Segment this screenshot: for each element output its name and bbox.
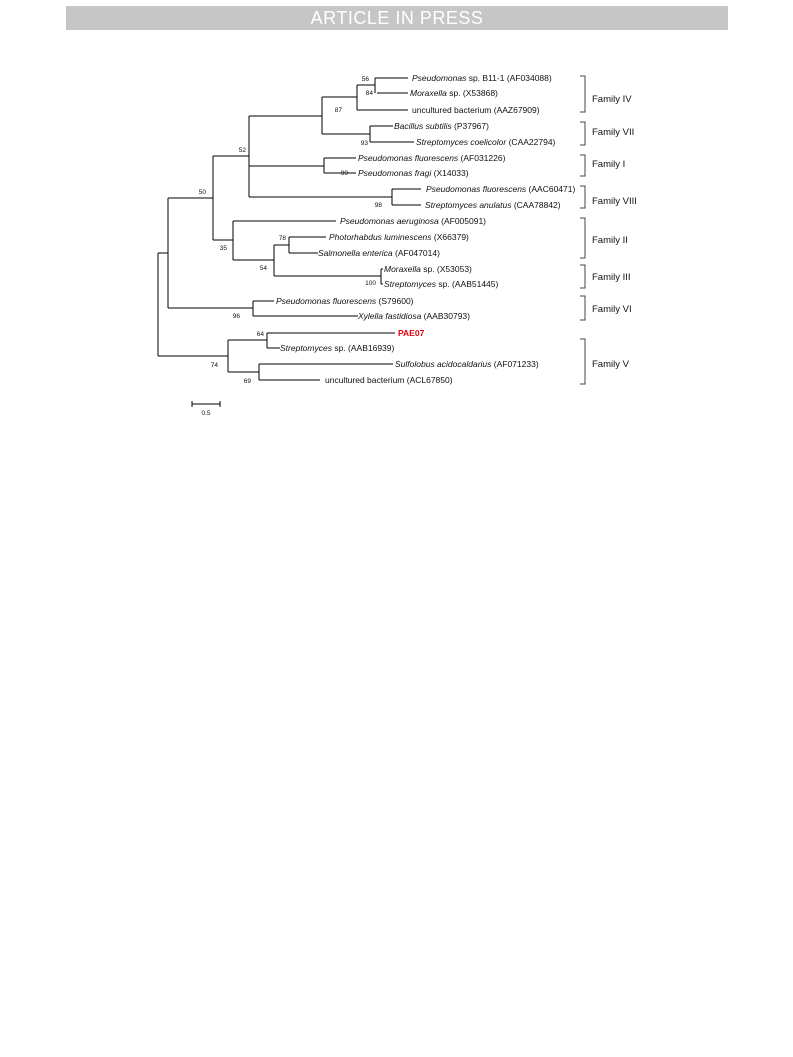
bootstrap-value: 84 xyxy=(366,90,374,97)
taxon-accession: sp. B11-1 (AF034088) xyxy=(466,73,552,83)
taxon-accession: (CAA78842) xyxy=(511,200,560,210)
leaf-label: Pseudomonas fluorescens (AF031226) xyxy=(358,153,506,163)
leaf-label: Pseudomonas fragi (X14033) xyxy=(358,168,469,178)
family-label: Family IV xyxy=(592,94,632,105)
taxon-accession: (AF071233) xyxy=(491,359,538,369)
article-in-press-banner: ARTICLE IN PRESS xyxy=(66,6,728,30)
taxon-accession: PAE07 xyxy=(398,328,425,338)
leaf-label: Moraxella sp. (X53053) xyxy=(384,264,472,274)
family-label: Family V xyxy=(592,359,630,370)
scale-bar-label: 0.5 xyxy=(201,410,210,417)
bootstrap-value: 100 xyxy=(365,280,376,287)
family-bracket xyxy=(580,264,586,289)
taxon-name: Pseudomonas xyxy=(412,73,467,83)
family-bracket xyxy=(580,185,586,209)
taxon-accession: (AAC60471) xyxy=(526,184,575,194)
bootstrap-value: 78 xyxy=(279,235,287,242)
taxon-accession: sp. (AAB16939) xyxy=(332,343,395,353)
taxon-name: Moraxella xyxy=(384,264,421,274)
taxon-name: Bacillus subtilis xyxy=(394,121,452,131)
taxon-name: Photorhabdus luminescens xyxy=(329,232,432,242)
bootstrap-value: 93 xyxy=(361,140,369,147)
taxon-name: Pseudomonas fluorescens xyxy=(426,184,527,194)
taxon-name: Streptomyces anulatus xyxy=(425,200,512,210)
leaf-label: Bacillus subtilis (P37967) xyxy=(394,121,489,131)
taxon-name: Sulfolobus acidocaldarius xyxy=(395,359,492,369)
family-label: Family II xyxy=(592,235,628,246)
taxon-accession: (X14033) xyxy=(431,168,468,178)
family-bracket xyxy=(580,295,586,321)
leaf-label: uncultured bacterium (AAZ67909) xyxy=(412,105,540,115)
taxon-name: Xylella fastidiosa xyxy=(357,311,422,321)
leaf-label: Salmonella enterica (AF047014) xyxy=(318,248,440,258)
bootstrap-value: 50 xyxy=(199,189,207,196)
bootstrap-value: 96 xyxy=(233,313,241,320)
taxon-accession: (AF005091) xyxy=(439,216,486,226)
family-bracket xyxy=(580,121,586,146)
taxon-name: Streptomyces xyxy=(280,343,333,353)
taxon-accession: (AF031226) xyxy=(458,153,505,163)
leaf-label: Xylella fastidiosa (AAB30793) xyxy=(357,311,470,321)
leaf-label: Streptomyces sp. (AAB51445) xyxy=(384,279,499,289)
leaf-label: PAE07 xyxy=(398,328,425,338)
bootstrap-value: 56 xyxy=(362,76,370,83)
taxon-accession: (P37967) xyxy=(452,121,489,131)
family-label: Family III xyxy=(592,272,631,283)
taxon-accession: (S79600) xyxy=(376,296,413,306)
taxon-accession: uncultured bacterium (AAZ67909) xyxy=(412,105,540,115)
leaf-label: Streptomyces coelicolor (CAA22794) xyxy=(416,137,556,147)
leaf-label: Pseudomonas fluorescens (AAC60471) xyxy=(426,184,575,194)
bootstrap-value: 87 xyxy=(335,107,343,114)
taxon-name: Streptomyces coelicolor xyxy=(416,137,507,147)
leaf-label: uncultured bacterium (ACL67850) xyxy=(325,375,453,385)
leaf-label: Streptomyces sp. (AAB16939) xyxy=(280,343,395,353)
taxon-accession: (X66379) xyxy=(432,232,469,242)
taxon-accession: (AF047014) xyxy=(393,248,440,258)
leaf-label: Sulfolobus acidocaldarius (AF071233) xyxy=(395,359,539,369)
bootstrap-value: 64 xyxy=(257,331,265,338)
family-label: Family VI xyxy=(592,304,632,315)
taxon-name: Moraxella xyxy=(410,88,447,98)
family-bracket xyxy=(580,154,586,177)
taxon-name: Pseudomonas fluorescens xyxy=(358,153,459,163)
family-bracket xyxy=(580,217,586,259)
family-bracket xyxy=(580,338,586,385)
taxon-accession: (CAA22794) xyxy=(506,137,555,147)
taxon-accession: (AAB30793) xyxy=(421,311,470,321)
taxon-accession: uncultured bacterium (ACL67850) xyxy=(325,375,453,385)
bootstrap-value: 52 xyxy=(239,147,247,154)
family-label: Family I xyxy=(592,159,625,170)
taxon-accession: sp. (X53053) xyxy=(421,264,472,274)
taxon-name: Pseudomonas fragi xyxy=(358,168,432,178)
bootstrap-value: 69 xyxy=(244,378,252,385)
taxon-name: Pseudomonas fluorescens xyxy=(276,296,377,306)
family-label: Family VII xyxy=(592,127,634,138)
bootstrap-value: 98 xyxy=(375,202,383,209)
leaf-label: Pseudomonas aeruginosa (AF005091) xyxy=(340,216,486,226)
bootstrap-value: 35 xyxy=(220,245,228,252)
bootstrap-value: 99 xyxy=(341,170,349,177)
taxon-name: Salmonella enterica xyxy=(318,248,393,258)
taxon-accession: sp. (AAB51445) xyxy=(436,279,499,289)
leaf-label: Streptomyces anulatus (CAA78842) xyxy=(425,200,561,210)
taxon-accession: sp. (X53868) xyxy=(447,88,498,98)
leaf-label: Pseudomonas sp. B11-1 (AF034088) xyxy=(412,73,552,83)
taxon-name: Pseudomonas aeruginosa xyxy=(340,216,439,226)
leaf-label: Moraxella sp. (X53868) xyxy=(410,88,498,98)
family-label: Family VIII xyxy=(592,196,637,207)
taxon-name: Streptomyces xyxy=(384,279,437,289)
bootstrap-value: 74 xyxy=(211,362,219,369)
bootstrap-value: 54 xyxy=(260,265,268,272)
leaf-label: Pseudomonas fluorescens (S79600) xyxy=(276,296,414,306)
leaf-label: Photorhabdus luminescens (X66379) xyxy=(329,232,469,242)
family-bracket xyxy=(580,75,586,113)
